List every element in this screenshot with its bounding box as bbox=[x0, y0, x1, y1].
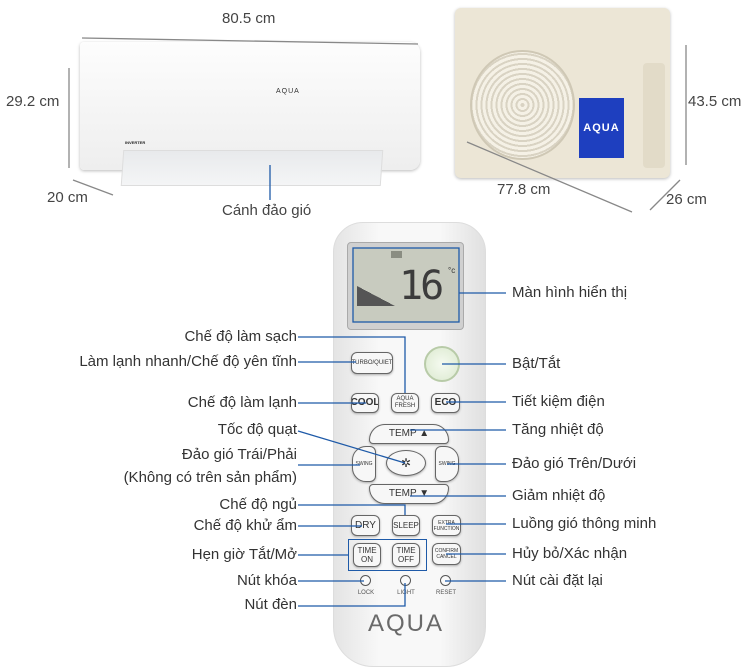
inverter-badge: INVERTER bbox=[125, 140, 146, 145]
flap-label: Cánh đảo gió bbox=[222, 202, 312, 219]
label-confirm-cancel: Hủy bỏ/Xác nhận bbox=[512, 545, 628, 562]
dim-outdoor-height: 43.5 cm bbox=[688, 93, 742, 110]
eco-button[interactable]: ECO bbox=[431, 393, 460, 413]
time-on-button[interactable]: TIME ON bbox=[353, 543, 381, 567]
label-temp-down: Giảm nhiệt độ bbox=[512, 487, 606, 504]
lock-label: LOCK bbox=[357, 590, 375, 596]
label-light: Nút đèn bbox=[244, 596, 297, 613]
remote-brand-logo: AQUA bbox=[367, 610, 444, 637]
dim-outdoor-depth: 26 cm bbox=[666, 191, 707, 208]
label-timer: Hẹn giờ Tắt/Mở bbox=[191, 546, 297, 563]
label-lock: Nút khóa bbox=[236, 572, 297, 589]
label-display: Màn hình hiển thị bbox=[512, 284, 628, 301]
aqua-fresh-button[interactable]: AQUA FRESH bbox=[391, 393, 419, 413]
label-swing-ud: Đảo gió Trên/Dưới bbox=[512, 455, 637, 472]
dim-indoor-width: 80.5 cm bbox=[222, 10, 276, 27]
label-extra-function: Luồng gió thông minh bbox=[512, 515, 657, 532]
label-cool: Chế độ làm lạnh bbox=[187, 394, 297, 411]
sleep-button[interactable]: SLEEP bbox=[392, 515, 420, 536]
outdoor-brand-logo: AQUA bbox=[579, 98, 624, 158]
label-swing-lr: Đảo gió Trái/Phải bbox=[181, 446, 297, 463]
dim-outdoor-width: 77.8 cm bbox=[497, 181, 551, 198]
label-eco: Tiết kiệm điện bbox=[512, 393, 605, 410]
outdoor-unit: AQUA bbox=[455, 8, 670, 178]
dim-indoor-depth: 20 cm bbox=[47, 189, 88, 206]
side-panel bbox=[643, 63, 665, 168]
label-sleep: Chế độ ngủ bbox=[219, 496, 297, 513]
label-temp-up: Tăng nhiệt độ bbox=[512, 421, 604, 438]
swing-left-right-button[interactable]: SWING bbox=[352, 446, 376, 482]
label-aqua-fresh: Chế độ làm sạch bbox=[184, 328, 297, 345]
lcd-temperature: 16 bbox=[399, 263, 444, 309]
lcd-icon bbox=[391, 251, 402, 258]
lcd-unit: °c bbox=[448, 266, 456, 275]
fan-grille bbox=[470, 50, 575, 160]
indoor-brand-logo: AQUA bbox=[276, 88, 300, 95]
label-swing-lr-note: (Không có trên sản phẩm) bbox=[123, 469, 297, 486]
label-fan-speed: Tốc độ quạt bbox=[217, 421, 297, 438]
remote-lcd: 16 °c bbox=[353, 248, 459, 322]
light-label: LIGHT bbox=[397, 590, 415, 596]
extra-function-button[interactable]: EXTRA FUNCTION bbox=[432, 515, 461, 536]
dim-indoor-height: 29.2 cm bbox=[6, 93, 60, 110]
reset-label: RESET bbox=[435, 590, 456, 596]
fan-bars-icon bbox=[357, 286, 395, 306]
label-power: Bật/Tắt bbox=[512, 355, 561, 372]
indoor-unit: AQUA INVERTER bbox=[80, 42, 420, 170]
label-dry: Chế độ khử ẩm bbox=[193, 517, 297, 534]
time-off-button[interactable]: TIME OFF bbox=[392, 543, 420, 567]
turbo-quiet-button[interactable]: TURBO/QUIET bbox=[351, 352, 393, 374]
timer-bracket bbox=[348, 539, 427, 571]
label-reset: Nút cài đặt lại bbox=[512, 572, 603, 589]
label-turbo-quiet: Làm lạnh nhanh/Chế độ yên tĩnh bbox=[79, 353, 297, 370]
fan-speed-button[interactable]: ✲ bbox=[386, 450, 426, 476]
